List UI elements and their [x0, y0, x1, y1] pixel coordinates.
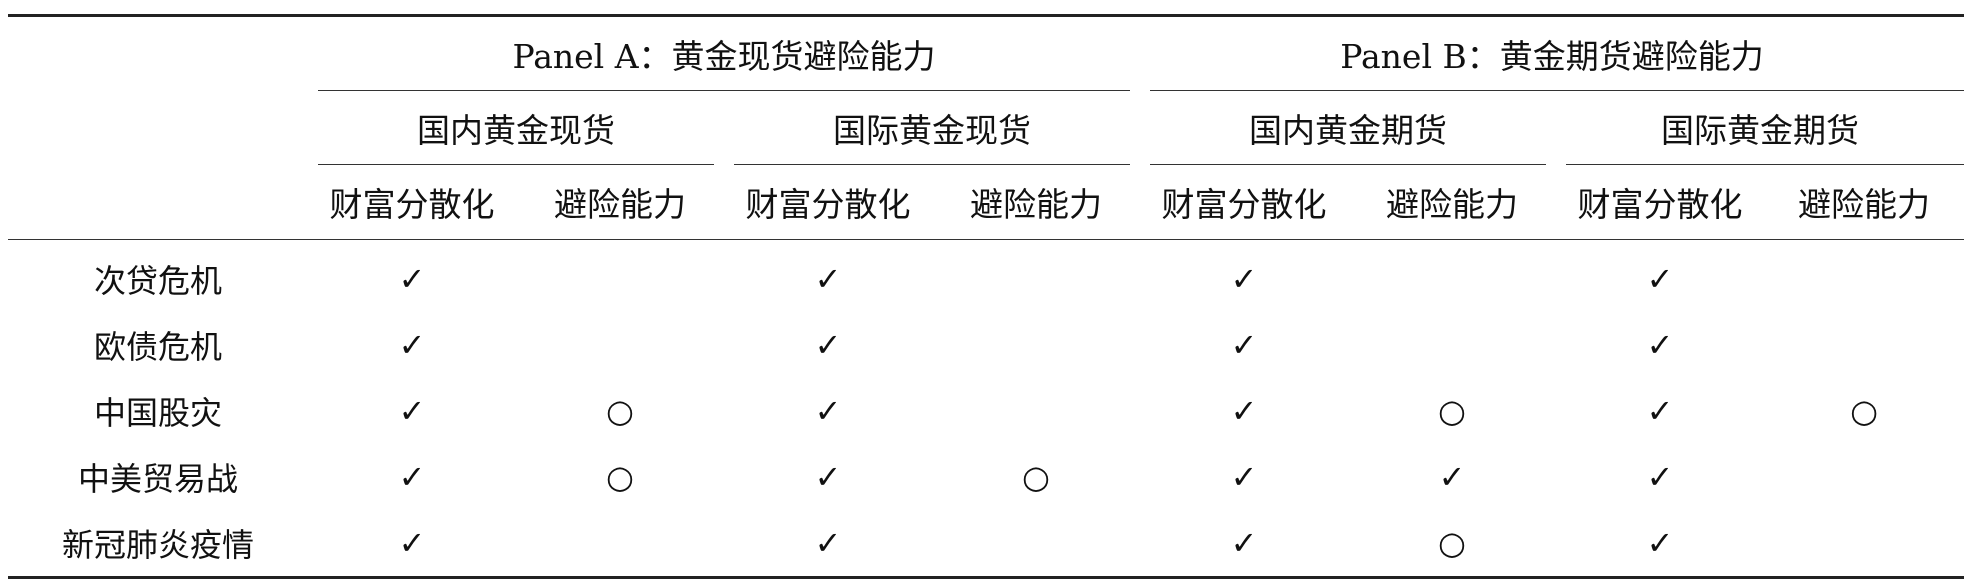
table-row: 欧债危机 ✓ ✓ ✓ ✓ [8, 312, 1964, 378]
table-row: 新冠肺炎疫情 ✓ ✓ ✓ ○ ✓ [8, 510, 1965, 578]
market-header-domestic-futures: 国内黄金期货 [1140, 91, 1556, 165]
metric-header: 避险能力 [970, 185, 1102, 224]
table-cell: ✓ [398, 326, 426, 364]
table-cell [1348, 312, 1556, 378]
table-row: 中国股灾 ✓ ○ ✓ ✓ ○ ✓ ○ [8, 378, 1964, 444]
table-cell: ✓ [1646, 392, 1674, 430]
table-cell: ✓ [814, 524, 842, 562]
table-row: 中美贸易战 ✓ ○ ✓ ○ ✓ ✓ ✓ [8, 444, 1964, 510]
panel-a-header: Panel A：黄金现货避险能力 [308, 16, 1140, 92]
table-cell [1764, 510, 1964, 578]
stub-header [8, 16, 308, 92]
metric-header: 避险能力 [1798, 185, 1931, 224]
table-cell: ✓ [1230, 260, 1258, 298]
table-cell: ○ [606, 458, 634, 496]
row-label: 欧债危机 [93, 328, 222, 366]
table-cell [932, 240, 1140, 313]
metric-header: 财富分散化 [745, 185, 911, 224]
market-header-row: 国内黄金现货 国际黄金现货 国内黄金期货 国际黄金期货 [8, 91, 1965, 165]
table-cell: ✓ [398, 260, 426, 298]
table-cell [516, 240, 724, 313]
table-cell: ✓ [814, 458, 842, 496]
table-cell: ✓ [398, 524, 426, 562]
table-cell: ✓ [1646, 260, 1674, 298]
table-cell: ✓ [1646, 524, 1674, 562]
row-label: 中国股灾 [93, 394, 222, 432]
table-cell [1348, 240, 1556, 313]
table-cell [932, 510, 1140, 578]
table-cell: ✓ [814, 326, 842, 364]
metric-header: 财富分散化 [329, 185, 495, 224]
table-cell [1764, 312, 1964, 378]
table-cell: ✓ [1230, 326, 1258, 364]
table-cell: ✓ [398, 458, 426, 496]
table-cell: ○ [606, 392, 634, 430]
table-cell: ✓ [1230, 524, 1258, 562]
table-cell: ✓ [1646, 326, 1674, 364]
table-cell: ✓ [814, 392, 842, 430]
table-cell: ✓ [1230, 392, 1258, 430]
metric-header: 避险能力 [1386, 185, 1518, 224]
table-cell [516, 510, 724, 578]
table-cell [1764, 240, 1964, 313]
metric-header: 财富分散化 [1161, 185, 1327, 224]
row-label: 次贷危机 [93, 262, 222, 300]
panel-header-row: Panel A：黄金现货避险能力 Panel B：黄金期货避险能力 [8, 15, 1965, 92]
table-cell [1764, 444, 1964, 510]
metric-header-row: 财富分散化 避险能力 财富分散化 避险能力 财富分散化 避险能力 财富分散化 避… [8, 165, 1965, 240]
table-row: 次贷危机 ✓ ✓ ✓ ✓ [8, 240, 1964, 313]
market-header-domestic-spot: 国内黄金现货 [308, 91, 724, 165]
table-cell [932, 378, 1140, 444]
table-cell: ✓ [1646, 458, 1674, 496]
market-header-international-spot: 国际黄金现货 [724, 91, 1140, 165]
row-label: 新冠肺炎疫情 [61, 526, 254, 564]
table-cell [516, 312, 724, 378]
table-cell: ✓ [1230, 458, 1258, 496]
gold-hedging-table: Panel A：黄金现货避险能力 Panel B：黄金期货避险能力 国内黄金现货… [8, 14, 1965, 579]
market-header-international-futures: 国际黄金期货 [1556, 91, 1965, 165]
metric-header: 财富分散化 [1577, 185, 1743, 224]
panel-b-header: Panel B：黄金期货避险能力 [1140, 16, 1965, 92]
table-cell: ✓ [398, 392, 426, 430]
table-cell: ✓ [1438, 458, 1466, 496]
metric-header: 避险能力 [554, 185, 686, 224]
table-cell: ✓ [814, 260, 842, 298]
table-cell [932, 312, 1140, 378]
table-cell: ○ [1850, 392, 1878, 430]
table-cell: ○ [1438, 524, 1466, 562]
row-label: 中美贸易战 [77, 460, 238, 498]
results-table-container: Panel A：黄金现货避险能力 Panel B：黄金期货避险能力 国内黄金现货… [8, 14, 1965, 579]
table-cell: ○ [1438, 392, 1466, 430]
table-cell: ○ [1022, 458, 1050, 496]
